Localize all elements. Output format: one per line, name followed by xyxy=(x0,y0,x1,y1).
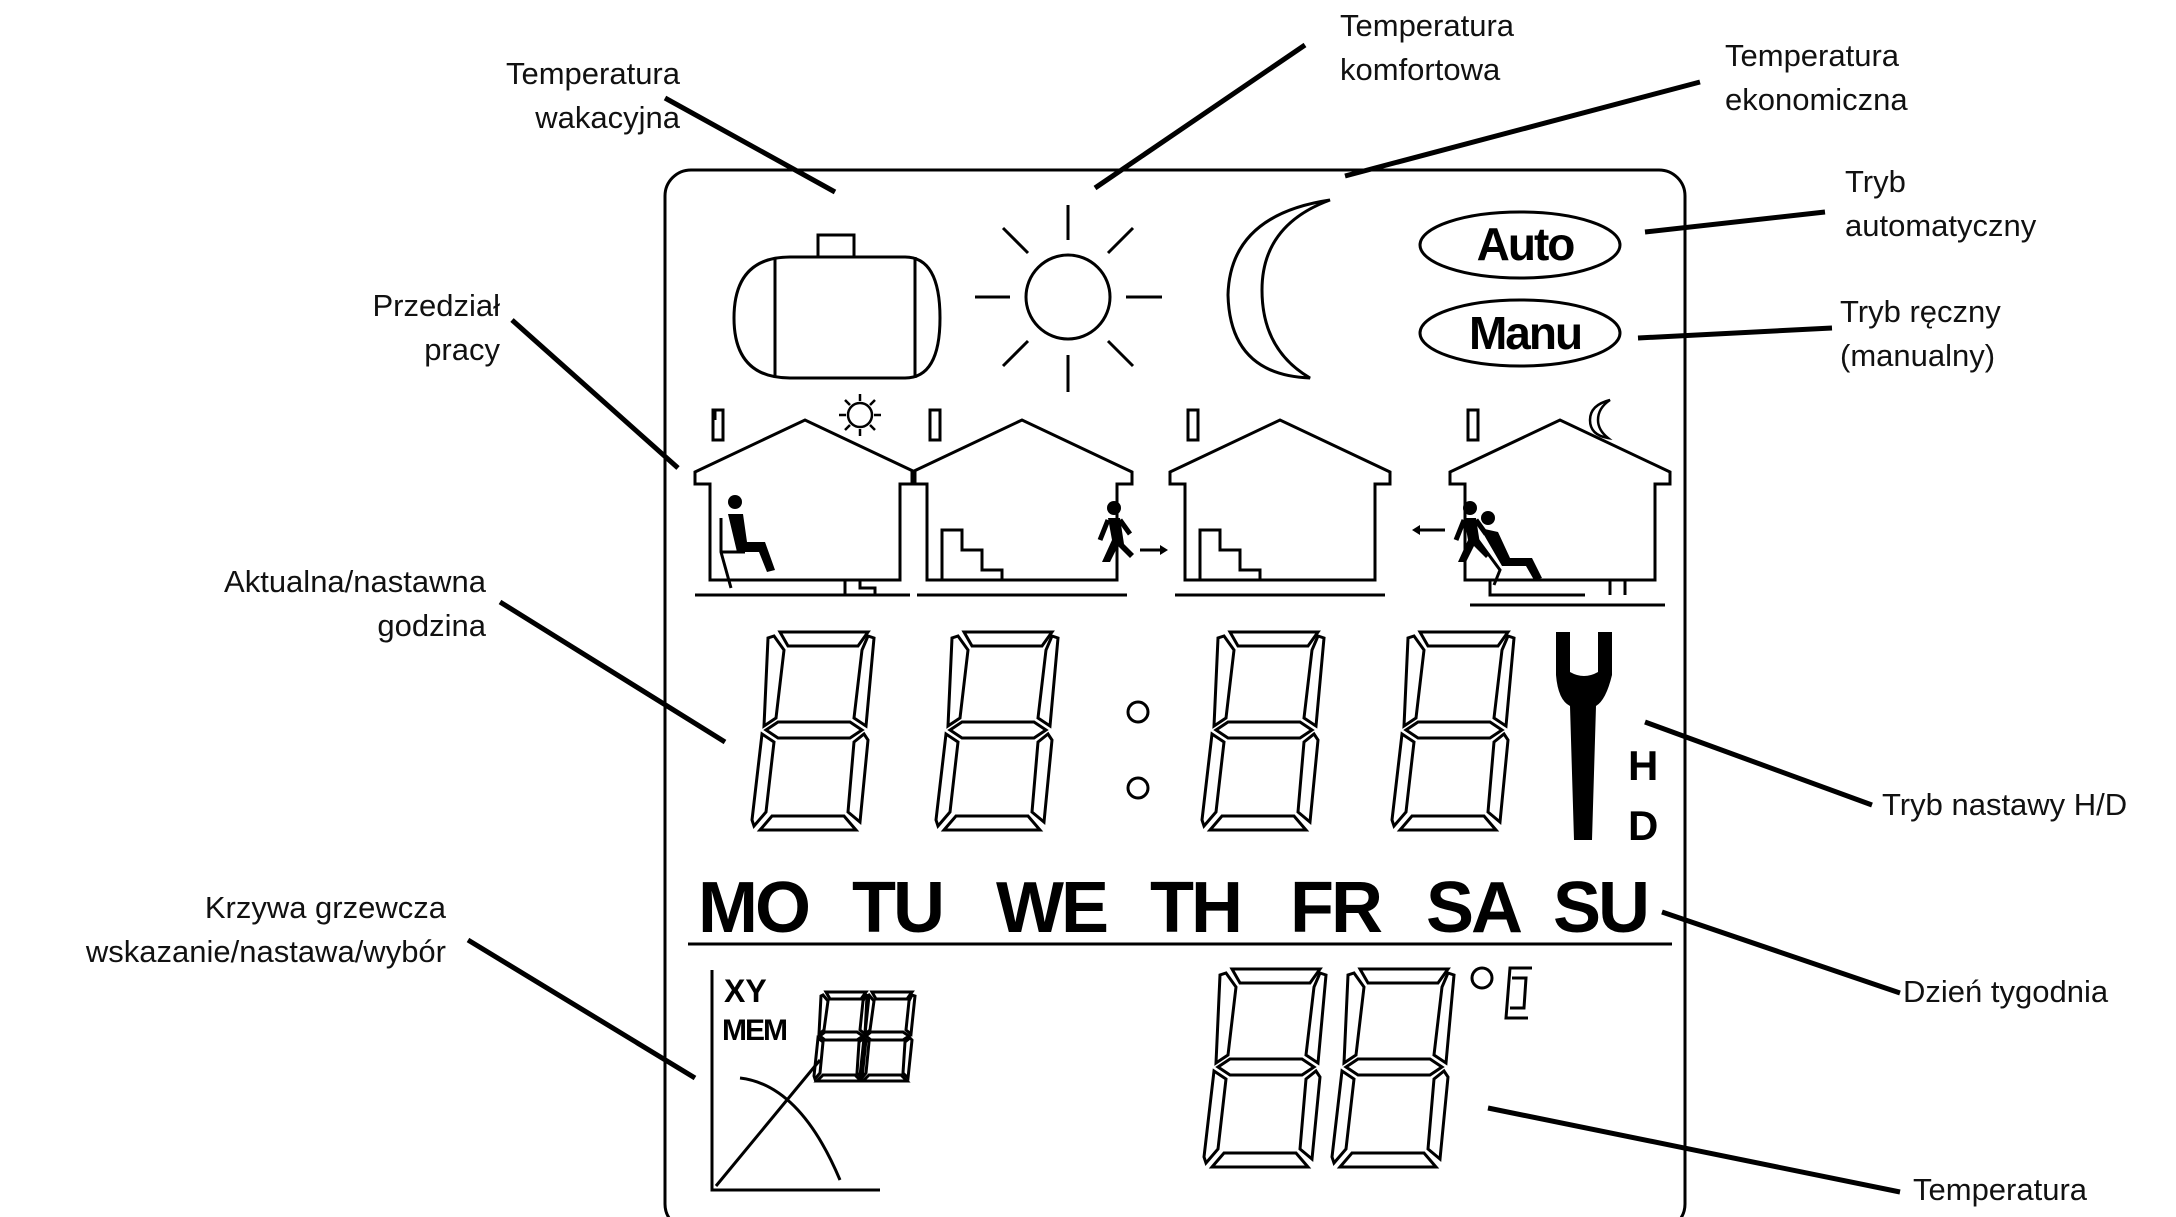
auto-label: Auto xyxy=(1477,218,1575,270)
weekday-we: WE xyxy=(996,868,1107,948)
weekday-tu: TU xyxy=(852,868,942,948)
weekday-sa: SA xyxy=(1426,868,1522,948)
label-vacation: Temperatura wakacyjna xyxy=(506,56,681,135)
label-work-period: Przedział pracy xyxy=(373,288,501,367)
xy-label: XY xyxy=(724,973,767,1009)
temperature-digit xyxy=(1332,969,1454,1167)
suitcase-icon xyxy=(734,235,940,378)
label-line: pracy xyxy=(424,332,500,367)
wrench-icon xyxy=(1556,632,1612,840)
label-line: ekonomiczna xyxy=(1725,82,1908,117)
time-colon-dot xyxy=(1128,778,1148,798)
label-current-time: Aktualna/nastawna godzina xyxy=(224,564,487,643)
label-temperature: Temperatura xyxy=(1913,1172,2088,1207)
weekday-row: MO TU WE TH FR SA SU xyxy=(698,868,1647,948)
house-icon xyxy=(1170,410,1490,595)
label-weekday: Dzień tygodnia xyxy=(1903,974,2109,1009)
hd-d-label: D xyxy=(1628,802,1658,849)
label-economy: Temperatura ekonomiczna xyxy=(1725,38,1908,117)
manu-mode-indicator: Manu xyxy=(1420,300,1620,366)
label-line: (manualny) xyxy=(1840,338,1995,373)
sun-icon xyxy=(975,205,1162,392)
label-line: komfortowa xyxy=(1340,52,1501,87)
auto-mode-indicator: Auto xyxy=(1420,212,1620,278)
celsius-icon xyxy=(1506,968,1532,1018)
small-sun-icon xyxy=(839,394,881,436)
time-digit xyxy=(936,632,1058,830)
label-line: Temperatura xyxy=(1340,8,1515,43)
label-line: Tryb xyxy=(1845,164,1906,199)
label-line: Temperatura xyxy=(506,56,681,91)
label-line: wakacyjna xyxy=(534,100,680,135)
small-moon-icon xyxy=(1590,400,1610,438)
degree-icon xyxy=(1472,968,1492,988)
label-line: godzina xyxy=(377,608,486,643)
label-comfort: Temperatura komfortowa xyxy=(1340,8,1515,87)
label-heating-curve: Krzywa grzewcza wskazanie/nastawa/wybór xyxy=(85,890,447,969)
label-line: Krzywa grzewcza xyxy=(205,890,447,925)
label-line: automatyczny xyxy=(1845,208,2037,243)
mem-label: MEM xyxy=(722,1014,786,1047)
hd-h-label: H xyxy=(1628,742,1658,789)
temperature-display: °C xyxy=(1204,968,1532,1167)
label-line: Tryb ręczny xyxy=(1840,294,2001,329)
temperature-digit xyxy=(1204,969,1326,1167)
heating-curve-indicator: XY MEM xyxy=(712,970,915,1190)
label-line: Aktualna/nastawna xyxy=(224,564,487,599)
weekday-su: SU xyxy=(1553,868,1647,948)
weekday-fr: FR xyxy=(1290,868,1382,948)
label-line: Przedział xyxy=(373,288,501,323)
label-hd-mode: Tryb nastawy H/D xyxy=(1882,787,2127,822)
time-digit xyxy=(752,632,874,830)
time-digit xyxy=(1202,632,1324,830)
house-icon xyxy=(695,394,915,595)
label-auto-mode: Tryb automatyczny xyxy=(1845,164,2037,243)
time-display xyxy=(752,632,1514,830)
weekday-mo: MO xyxy=(698,868,808,948)
house-icon xyxy=(912,410,1168,595)
moon-icon xyxy=(1228,200,1330,378)
house-icon xyxy=(1450,400,1670,605)
label-line: wskazanie/nastawa/wybór xyxy=(85,934,446,969)
label-line: Temperatura xyxy=(1725,38,1900,73)
time-digit xyxy=(1392,632,1514,830)
label-manual-mode: Tryb ręczny (manualny) xyxy=(1840,294,2001,373)
time-colon-dot xyxy=(1128,702,1148,722)
weekday-th: TH xyxy=(1150,868,1240,948)
manu-label: Manu xyxy=(1469,307,1581,359)
